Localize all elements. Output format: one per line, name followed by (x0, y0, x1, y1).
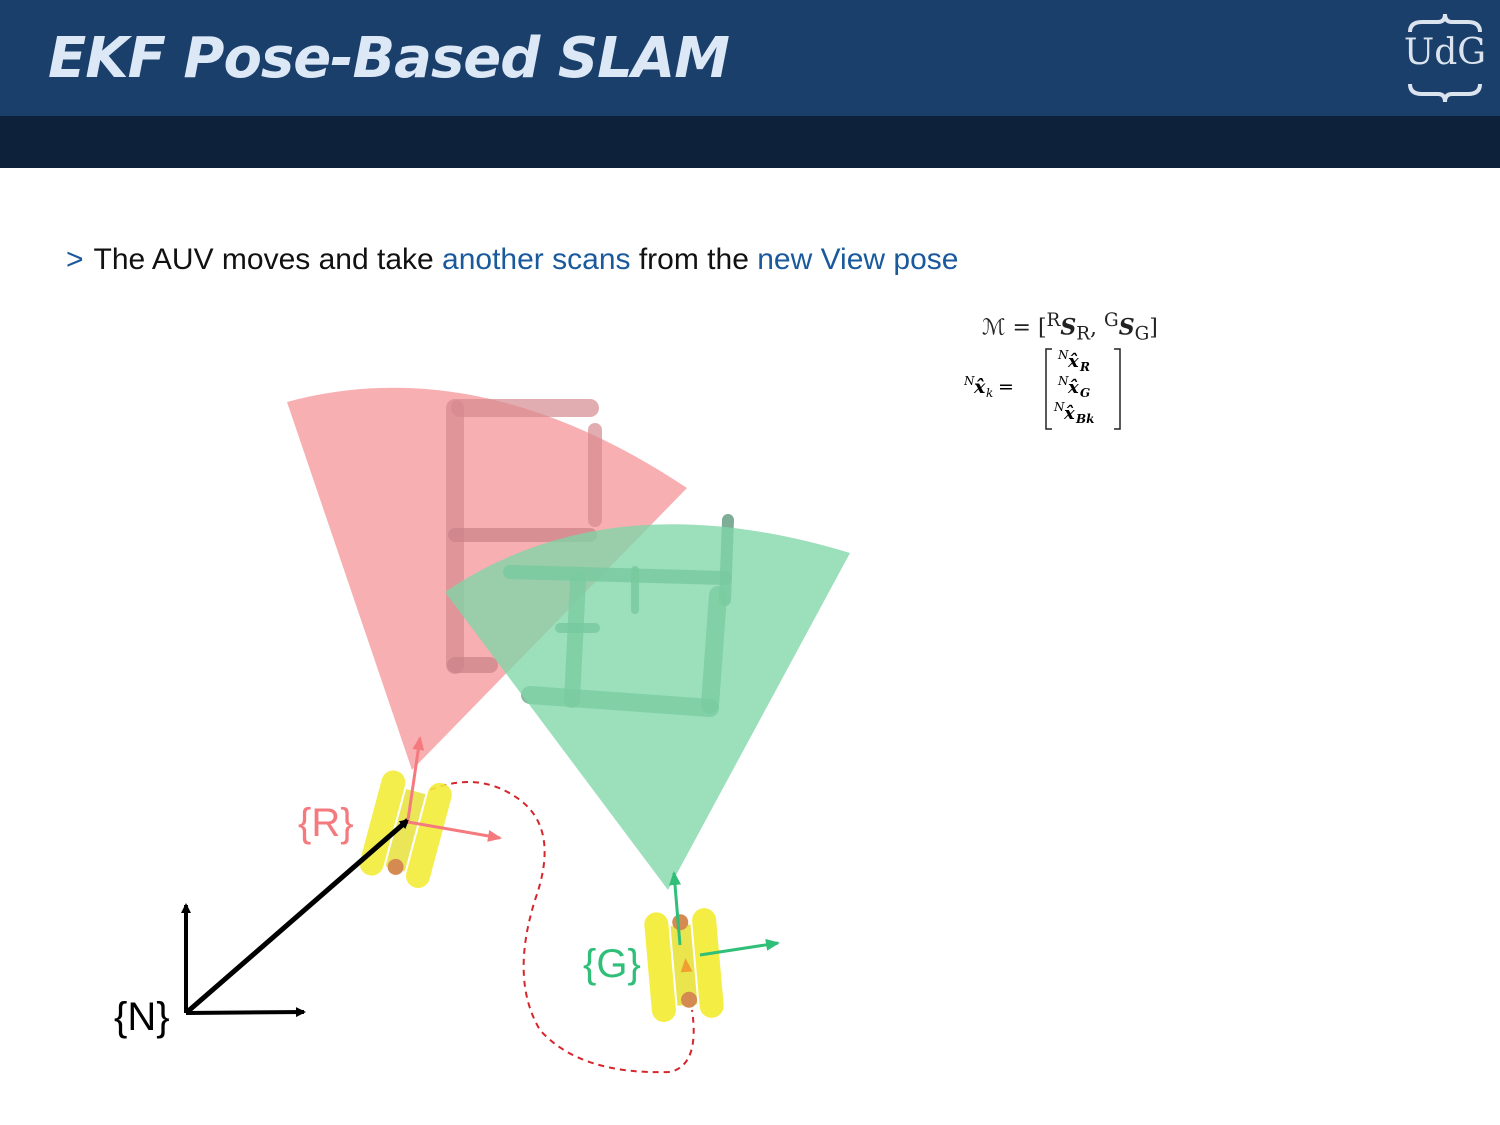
map-sep: , (1090, 315, 1105, 341)
map-sub-1: R (1076, 323, 1091, 345)
vec-r: x̂ (1067, 351, 1079, 372)
state-eq: = (998, 376, 1014, 398)
state-sup: N (964, 374, 975, 388)
vec-g-sub: G (1080, 386, 1090, 400)
logo-text: UdG (1403, 32, 1487, 73)
slide-title: EKF Pose-Based SLAM (48, 26, 730, 91)
bullet-text-2: from the (630, 243, 758, 276)
map-close: ] (1149, 315, 1158, 341)
logo-bracket-icon (1408, 13, 1482, 103)
slam-diagram: {N} {R} {G} (114, 387, 850, 1074)
vec-r-sub: R (1079, 360, 1090, 374)
trajectory-path (429, 781, 695, 1074)
vec-b: x̂ (1063, 403, 1075, 424)
vec-g: x̂ (1067, 377, 1079, 398)
vector-left-bracket (1045, 348, 1052, 430)
map-sub-2: G (1134, 323, 1150, 345)
vehicle-r (359, 770, 452, 889)
map-sup-1: R (1046, 310, 1061, 331)
state-sub: k (986, 386, 993, 400)
bullet-highlight-2: new View pose (757, 243, 959, 276)
vehicle-g (644, 908, 724, 1023)
frame-r-y-axis (406, 736, 425, 821)
frame-n-x-axis (185, 1007, 306, 1018)
frame-n-label: {N} (114, 995, 170, 1039)
vec-g-sup: N (1057, 374, 1069, 388)
state-vector-formula: N x̂ k = N x̂ R N x̂ G N x̂ Bk (963, 343, 1134, 440)
vec-b-sup: N (1053, 400, 1065, 414)
slide-header (0, 0, 1500, 116)
state-vector-svg: N x̂ k = N x̂ R N x̂ G N x̂ Bk (963, 348, 1121, 430)
map-sup-2: G (1104, 310, 1119, 331)
frame-g-y-axis (669, 871, 682, 946)
vector-right-bracket (1114, 348, 1121, 430)
frame-g-x-axis (699, 938, 780, 957)
bullet-text-1: The AUV moves and take (93, 243, 443, 276)
vec-r-sup: N (1057, 348, 1069, 362)
scan-sector-g (445, 524, 850, 890)
frame-r-label: {R} (298, 801, 354, 845)
pose-vector-n-to-r (184, 818, 410, 1015)
udg-logo: UdG (1400, 10, 1490, 106)
bullet-point: > The AUV moves and take another scans fr… (66, 243, 958, 277)
map-s-1: S (1060, 314, 1077, 341)
vec-b-sub: Bk (1075, 412, 1094, 426)
map-formula: ℳ = [RSR, GSG] (982, 310, 1158, 345)
map-lhs: ℳ = [ (982, 315, 1047, 341)
map-s-2: S (1118, 314, 1135, 341)
frame-r-x-axis (407, 820, 502, 842)
frame-g-label: {G} (583, 942, 641, 986)
bullet-marker: > (66, 243, 84, 276)
bullet-highlight-1: another scans (442, 243, 631, 276)
header-band (0, 116, 1500, 168)
state-x: x̂ (973, 376, 986, 398)
